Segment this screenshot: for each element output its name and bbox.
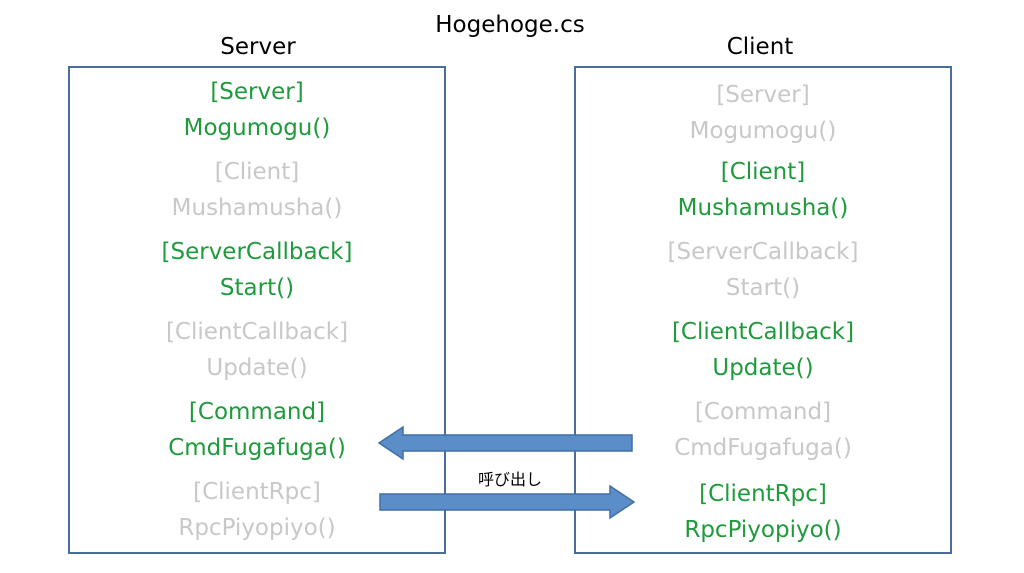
- server-entry-command: [Command] CmdFugafuga(): [70, 394, 444, 466]
- entry-attribute: [ServerCallback]: [161, 239, 353, 265]
- server-entry-clientrpc: [ClientRpc] RpcPiyopiyo(): [70, 474, 444, 546]
- entry-attribute: [ClientRpc]: [193, 479, 321, 505]
- server-entry-clientcallback: [ClientCallback] Update(): [70, 314, 444, 386]
- entry-function: RpcPiyopiyo(): [178, 515, 336, 541]
- server-entry-server: [Server] Mogumogu(): [70, 74, 444, 146]
- entry-attribute: [Command]: [188, 399, 326, 425]
- entry-function: Mogumogu(): [689, 118, 837, 144]
- client-entry-client: [Client] Mushamusha(): [576, 154, 950, 226]
- server-entry-client: [Client] Mushamusha(): [70, 154, 444, 226]
- entry-attribute: [Server]: [716, 82, 810, 108]
- entry-function: RpcPiyopiyo(): [684, 517, 842, 543]
- entry-attribute: [ServerCallback]: [667, 239, 859, 265]
- server-heading: Server: [220, 34, 296, 60]
- server-box: [Server] Mogumogu() [Client] Mushamusha(…: [68, 66, 446, 554]
- entry-attribute: [ClientCallback]: [165, 319, 349, 345]
- entry-function: Start(): [219, 275, 295, 301]
- entry-attribute: [Client]: [214, 159, 300, 185]
- entry-function: CmdFugafuga(): [168, 435, 346, 461]
- entry-attribute: [ClientCallback]: [671, 319, 855, 345]
- client-entry-servercallback: [ServerCallback] Start(): [576, 234, 950, 306]
- entry-function: Mushamusha(): [171, 195, 343, 221]
- client-entry-command: [Command] CmdFugafuga(): [576, 394, 950, 466]
- call-label: 呼び出し: [477, 470, 542, 489]
- client-entry-clientrpc: [ClientRpc] RpcPiyopiyo(): [576, 476, 950, 548]
- entry-function: Update(): [712, 355, 814, 381]
- diagram-title: Hogehoge.cs: [435, 12, 585, 38]
- entry-attribute: [Client]: [720, 159, 806, 185]
- client-entry-server: [Server] Mogumogu(): [576, 77, 950, 149]
- client-entry-clientcallback: [ClientCallback] Update(): [576, 314, 950, 386]
- client-heading: Client: [726, 34, 794, 60]
- entry-function: Start(): [725, 275, 801, 301]
- entry-function: Mogumogu(): [183, 115, 331, 141]
- entry-function: Mushamusha(): [677, 195, 849, 221]
- client-box: [Server] Mogumogu() [Client] Mushamusha(…: [574, 66, 952, 554]
- entry-attribute: [Server]: [210, 79, 304, 105]
- entry-attribute: [ClientRpc]: [699, 481, 827, 507]
- server-entry-servercallback: [ServerCallback] Start(): [70, 234, 444, 306]
- entry-attribute: [Command]: [694, 399, 832, 425]
- entry-function: CmdFugafuga(): [674, 435, 852, 461]
- entry-function: Update(): [206, 355, 308, 381]
